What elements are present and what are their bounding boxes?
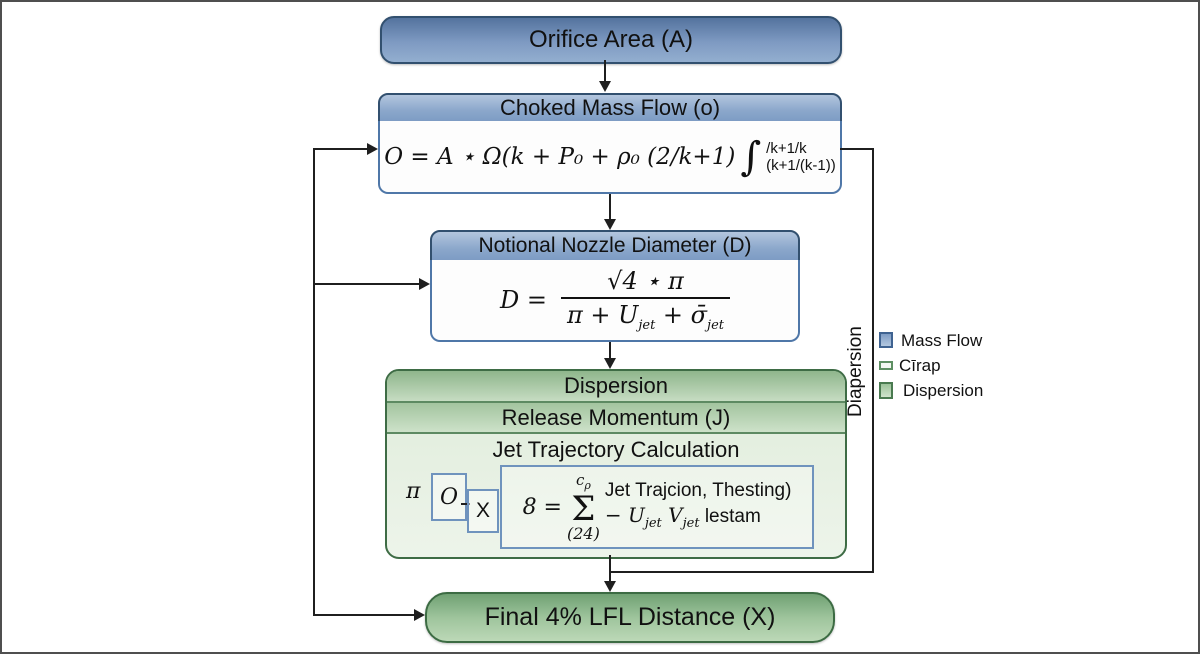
node-orifice-area: Orifice Area (A) bbox=[380, 16, 842, 64]
o-x-connector bbox=[461, 503, 470, 505]
right-connector-bottom bbox=[611, 571, 874, 573]
nozzle-title: Notional Nozzle Diameter (D) bbox=[478, 234, 752, 257]
choked-formula-main: O = A ⋆ Ω(k + P₀ + ρ₀ (2/k+1) bbox=[384, 143, 736, 170]
legend-label-dispersion: Dispersion bbox=[903, 381, 984, 400]
left-connector-branch-final bbox=[313, 614, 414, 616]
orifice-area-label: Orifice Area (A) bbox=[528, 26, 694, 53]
node-dispersion-group: Dispersion Release Momentum (J) Jet Traj… bbox=[385, 369, 847, 559]
choked-mass-flow-title: Choked Mass Flow (o) bbox=[499, 95, 721, 120]
side-label-diapersion: Diapersion bbox=[845, 326, 866, 418]
sum-text-lines: Jet Trajcion, Thesting) − Ujet Vjet lest… bbox=[605, 478, 792, 536]
sum-upper-limit: cρ bbox=[575, 470, 591, 492]
o-variable: O bbox=[439, 484, 459, 510]
pi-symbol: π bbox=[406, 479, 421, 504]
choked-formula-sub: (k+1/(k-1)) bbox=[766, 156, 836, 174]
node-choked-mass-flow-header: Choked Mass Flow (o) bbox=[378, 93, 842, 123]
dispersion-title: Dispersion bbox=[564, 373, 668, 398]
left-connector-vline bbox=[313, 148, 315, 616]
choked-formula-exponent: /k+1/k (k+1/(k-1)) bbox=[766, 140, 836, 174]
legend-swatch-dispersion bbox=[879, 382, 893, 399]
node-nozzle-body: D = √4 ⋆ π π + Ujet + σ̄jet bbox=[430, 260, 800, 342]
nozzle-formula-denominator: π + Ujet + σ̄jet bbox=[560, 297, 730, 333]
sum-line-1: Jet Trajcion, Thesting) bbox=[604, 480, 792, 501]
left-connector-branch-choked bbox=[313, 148, 368, 150]
legend-label-cirap: Cīrap bbox=[899, 356, 941, 375]
right-connector-vline bbox=[872, 148, 874, 573]
final-lfl-label: Final 4% LFL Distance (X) bbox=[484, 603, 776, 631]
arrowhead-dispersion-final bbox=[604, 581, 616, 592]
dispersion-header: Dispersion bbox=[387, 371, 845, 403]
arrow-line-orifice-choked bbox=[604, 60, 606, 81]
nozzle-formula-lhs: D = bbox=[499, 285, 547, 314]
left-connector-branch-nozzle bbox=[313, 283, 419, 285]
summation-symbol: cρ Σ (24) bbox=[567, 470, 600, 543]
o-variable-box: O bbox=[431, 473, 467, 521]
jet-trajectory-label: Jet Trajectory Calculation bbox=[492, 437, 740, 462]
arrow-line-nozzle-dispersion bbox=[609, 342, 611, 359]
choked-formula-sup: /k+1/k bbox=[766, 139, 807, 157]
sum-line-2: − Ujet Vjet lestam bbox=[604, 503, 761, 531]
arrowhead-orifice-choked bbox=[599, 81, 611, 92]
jet-trajectory-formula-box: 8 = cρ Σ (24) Jet Trajcion, Thesting) − … bbox=[500, 465, 814, 549]
release-momentum-title: Release Momentum (J) bbox=[501, 404, 731, 430]
arrowhead-choked-nozzle bbox=[604, 219, 616, 230]
arrowhead-left-choked bbox=[367, 143, 378, 155]
legend-swatch-mass-flow bbox=[879, 332, 893, 348]
node-choked-mass-flow-body: O = A ⋆ Ω(k + P₀ + ρ₀ (2/k+1) ∫ /k+1/k (… bbox=[378, 121, 842, 194]
node-nozzle-header: Notional Nozzle Diameter (D) bbox=[430, 230, 800, 262]
arrow-line-dispersion-final bbox=[609, 555, 611, 582]
sigma-glyph: Σ bbox=[571, 488, 596, 529]
integral-glyph: ∫ bbox=[740, 133, 762, 180]
x-variable-box: X bbox=[467, 489, 499, 533]
choked-formula: O = A ⋆ Ω(k + P₀ + ρ₀ (2/k+1) ∫ /k+1/k (… bbox=[384, 137, 836, 177]
node-final-lfl-distance: Final 4% LFL Distance (X) bbox=[425, 592, 835, 643]
nozzle-formula-fraction: √4 ⋆ π π + Ujet + σ̄jet bbox=[560, 267, 730, 333]
arrowhead-left-final bbox=[414, 609, 425, 621]
sum-lhs: 8 = bbox=[522, 494, 562, 520]
legend-label-mass-flow: Mass Flow bbox=[901, 331, 983, 350]
right-connector-top bbox=[840, 148, 874, 150]
nozzle-formula: D = √4 ⋆ π π + Ujet + σ̄jet bbox=[500, 267, 730, 333]
nozzle-formula-numerator: √4 ⋆ π bbox=[607, 267, 684, 296]
arrow-line-choked-nozzle bbox=[609, 194, 611, 220]
legend-swatch-cirap bbox=[879, 361, 893, 370]
x-variable: X bbox=[475, 499, 490, 522]
sum-lower-limit: (24) bbox=[567, 523, 600, 543]
arrowhead-left-nozzle bbox=[419, 278, 430, 290]
arrowhead-nozzle-dispersion bbox=[604, 358, 616, 369]
release-momentum-band: Release Momentum (J) bbox=[387, 403, 845, 434]
